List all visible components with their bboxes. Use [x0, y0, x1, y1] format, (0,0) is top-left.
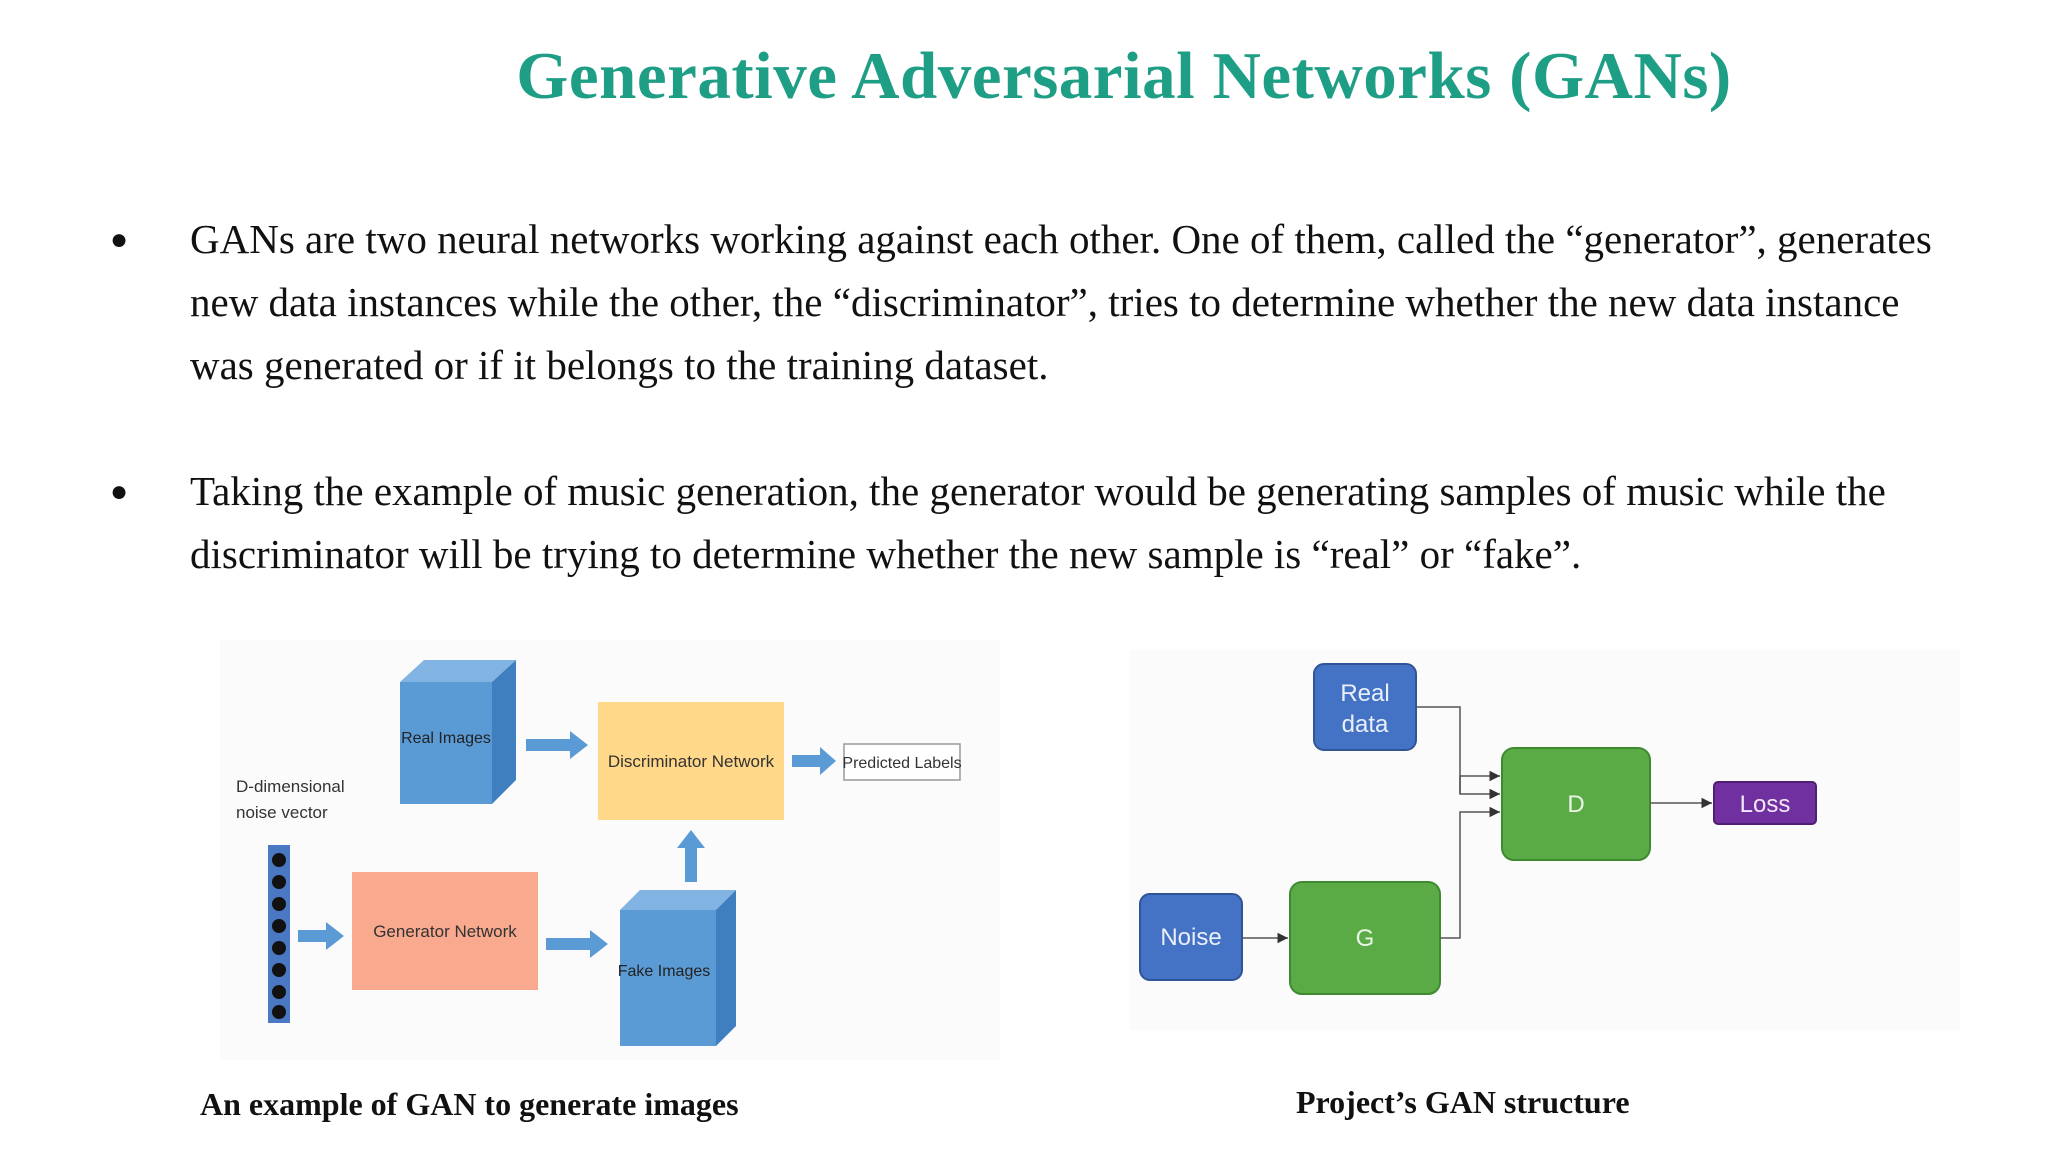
arrow-right-icon: [298, 922, 344, 950]
discriminator-network-label: Discriminator Network: [608, 752, 775, 771]
bullet-dot-icon: ●: [110, 475, 129, 508]
fake-images-label: Fake Images: [618, 963, 710, 980]
arrow-up-icon: [677, 830, 705, 882]
slide-title: Generative Adversarial Networks (GANs): [516, 39, 1732, 113]
d-box: [1501, 747, 1651, 861]
real-images-cube-icon: [400, 660, 516, 804]
noise-box: [1139, 893, 1243, 981]
bullet-list: ● GANs are two neural networks working a…: [110, 208, 1970, 649]
loss-label: Loss: [1740, 791, 1791, 818]
generator-network-label: Generator Network: [373, 922, 517, 941]
real-data-label-line2: data: [1342, 711, 1389, 738]
left-diagram-caption: An example of GAN to generate images: [200, 1086, 739, 1122]
bullet-item: ● Taking the example of music generation…: [110, 460, 1970, 586]
noise-vector-icon: [268, 845, 290, 1023]
predicted-labels-label: Predicted Labels: [842, 755, 961, 772]
connector-lines: [1242, 706, 1712, 944]
right-diagram-caption: Project’s GAN structure: [1296, 1084, 1630, 1120]
arrow-right-icon: [546, 930, 608, 958]
loss-box: [1713, 781, 1817, 825]
noise-label-line1: D-dimensional: [236, 777, 345, 796]
bullet-text: Taking the example of music generation, …: [190, 468, 1886, 577]
arrow-right-icon: [526, 731, 588, 759]
bullet-text: GANs are two neural networks working aga…: [190, 216, 1932, 388]
bullet-dot-icon: ●: [110, 223, 129, 256]
d-label: D: [1567, 791, 1584, 818]
real-data-label-line1: Real: [1340, 680, 1389, 707]
fake-images-cube-icon: [620, 890, 736, 1046]
real-images-label: Real Images: [401, 730, 491, 747]
noise-label-line2: noise vector: [236, 803, 328, 822]
predicted-labels-box: [843, 743, 961, 781]
arrow-right-icon: [792, 747, 836, 775]
bullet-item: ● GANs are two neural networks working a…: [110, 208, 1970, 397]
project-gan-diagram: Real data D Loss Noise G: [1130, 650, 1960, 1030]
generator-network-box: [352, 872, 538, 990]
gan-image-diagram: D-dimensional noise vector Generator Net…: [220, 640, 1000, 1060]
g-label: G: [1356, 925, 1375, 952]
discriminator-network-box: [598, 702, 784, 820]
noise-label: Noise: [1160, 924, 1221, 951]
